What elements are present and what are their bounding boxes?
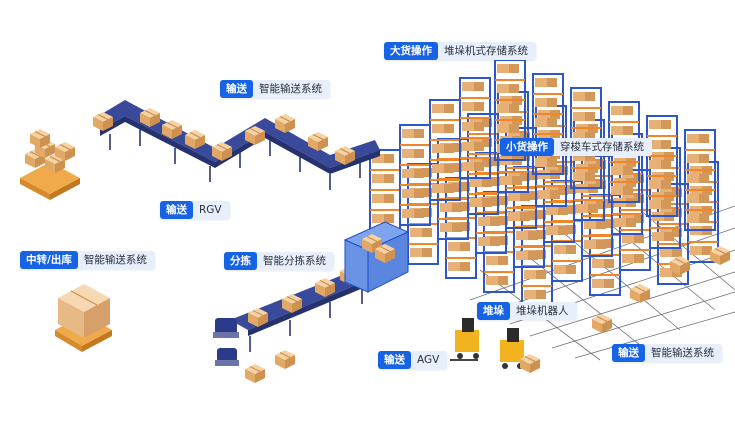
rack-unit — [570, 87, 602, 189]
tag-transfer: 中转/出库 智能输送系统 — [20, 251, 155, 269]
rack-unit — [459, 77, 491, 179]
zigzag-conveyor — [92, 100, 380, 190]
tag-bulk-storage: 大货操作 堆垛机式存储系统 — [384, 42, 536, 60]
pallet-single — [55, 284, 112, 352]
pallet-stack-top — [20, 128, 80, 200]
rack-unit — [684, 129, 716, 231]
tag-rgv: 输送 RGV — [160, 201, 230, 219]
sorting-cage — [343, 221, 410, 293]
rack-unit — [399, 124, 431, 226]
rack-unit — [429, 99, 461, 201]
tag-agv: 输送 AGV — [378, 351, 448, 369]
tag-small-storage: 小货操作 穿梭车式存储系统 — [500, 138, 652, 156]
rack-unit — [646, 115, 678, 217]
tag-sorting: 分拣 智能分拣系统 — [224, 252, 334, 270]
rack-unit — [369, 149, 401, 251]
agv-forklift-2 — [500, 328, 541, 374]
floor-boxes — [244, 349, 296, 384]
tag-conveyor-top: 输送 智能输送系统 — [220, 80, 330, 98]
sorting-robot — [213, 318, 239, 366]
tag-stacker-robot: 堆垛 堆垛机器人 — [477, 302, 577, 320]
agv-forklift-1 — [450, 318, 479, 361]
sorting-conveyor — [230, 265, 368, 352]
tag-conveyor-bottom: 输送 智能输送系统 — [612, 344, 722, 362]
